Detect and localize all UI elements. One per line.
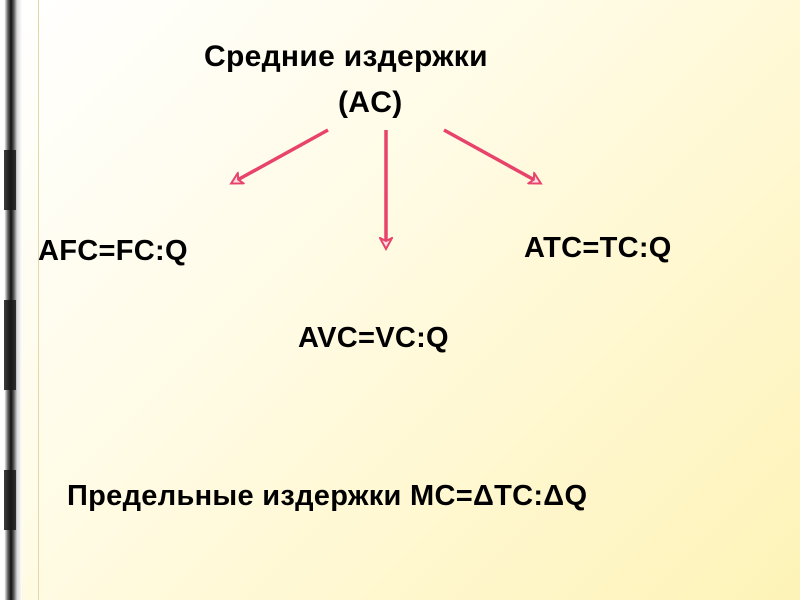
formula-atc: ATC=TC:Q: [524, 232, 672, 264]
formula-avc: AVC=VC:Q: [298, 322, 449, 354]
slide-edge-decoration: [0, 0, 22, 600]
arrow-to-atc: [443, 128, 540, 185]
formula-marginal-cost: Предельные издержки MC=ΔTC:ΔQ: [67, 480, 588, 512]
formula-afc: AFC=FC:Q: [38, 235, 188, 267]
arrow-to-afc: [232, 128, 329, 185]
content-frame: [38, 0, 800, 600]
title-ac-abbreviation: (AC): [338, 86, 403, 119]
title-average-costs: Средние издержки: [204, 40, 488, 73]
